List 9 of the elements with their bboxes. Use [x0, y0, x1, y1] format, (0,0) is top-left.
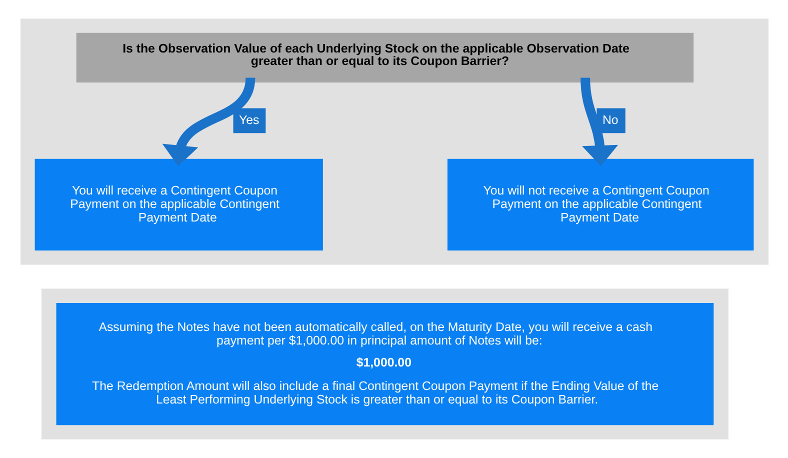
node-box: You will not receive a Contingent Coupon Payment on the applicable Contingent Payment Date	[446, 158, 754, 250]
node-box: Is the Observation Value of each Underlying Stock on the applicable Observation Date greater than or equal to its Coupon Barrier?	[76, 32, 694, 83]
node-box: You will receive a Contingent Coupon Payment on the applicable Contingent Payment Date	[34, 158, 322, 250]
arrow	[580, 78, 618, 166]
edge-label: No	[602, 112, 618, 127]
edge-label: Yes	[238, 112, 259, 127]
cluster	[20, 18, 768, 265]
node-box: Assuming the Notes have not been automatically called, on the Maturity Date, you will receive a cash payment per $1,000.00 in principal amount of Notes will be: $1,000.00 The Redemption Amount will also include a final Contingent Coupon Payment if the Ending Value of the Least Performing Underlying Stock is greater than or equal to its Coupon Barrier.	[56, 302, 714, 426]
cluster	[40, 288, 728, 440]
